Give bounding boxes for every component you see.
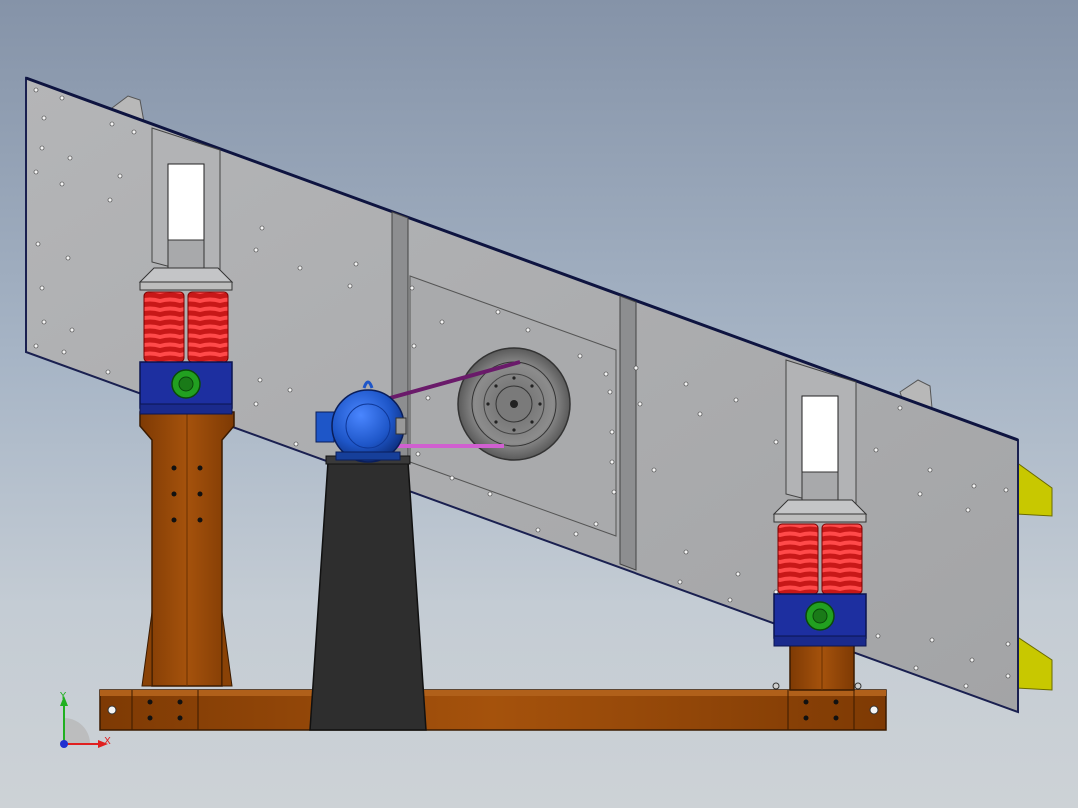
coordinate-triad: Y X: [59, 691, 111, 748]
support-spring-left[interactable]: [138, 127, 234, 415]
motor[interactable]: [315, 380, 407, 463]
support-column-left[interactable]: [139, 411, 235, 687]
motor-pedestal[interactable]: [309, 455, 427, 731]
y-axis-label: Y: [59, 691, 67, 702]
x-axis-label: X: [104, 736, 111, 747]
drive-belt: [389, 360, 521, 448]
support-spring-right[interactable]: [772, 359, 868, 647]
support-column-right[interactable]: [772, 643, 862, 691]
discharge-chute: [1015, 461, 1053, 691]
z-axis-dot: [60, 740, 68, 748]
vibrator-pulley[interactable]: [457, 347, 571, 461]
base-frame[interactable]: [99, 689, 887, 731]
